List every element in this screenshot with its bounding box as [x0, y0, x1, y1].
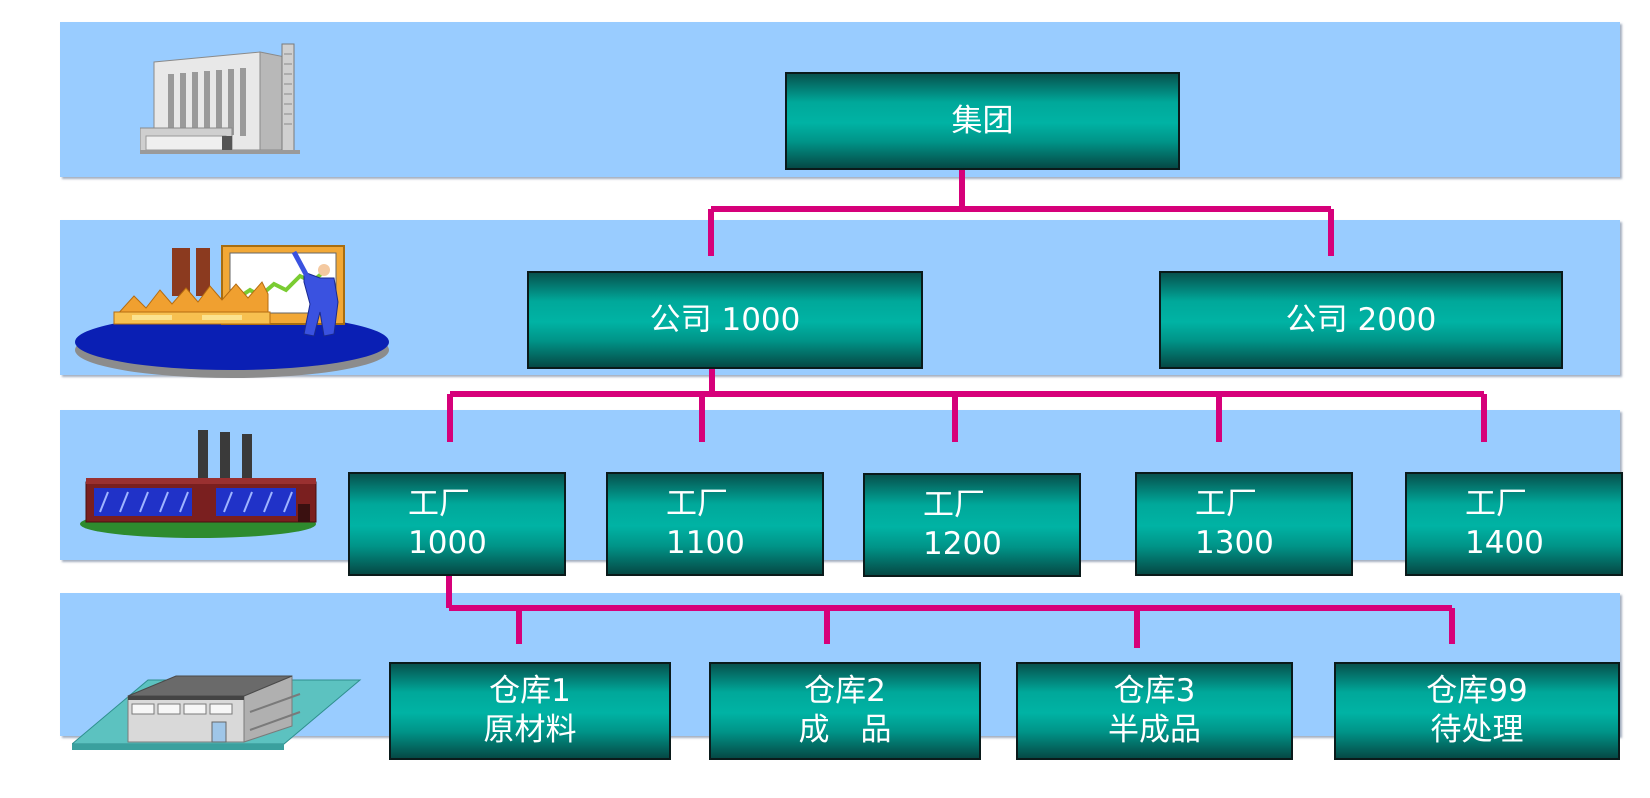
plant-node-1400: 工厂 1400 [1405, 472, 1623, 576]
company-label: 公司 1000 [649, 301, 801, 338]
warehouse-label-line1: 仓库3 [1113, 673, 1196, 710]
plant-level-band [60, 410, 1620, 560]
plant-label-line1: 工厂 [923, 487, 985, 524]
plant-label-line2: 1300 [1195, 525, 1274, 561]
warehouse-label-line2: 待处理 [1430, 712, 1524, 748]
warehouse-label-line1: 仓库99 [1426, 673, 1528, 710]
office-building-icon [140, 43, 300, 154]
group-node: 集团 [785, 72, 1180, 170]
plant-label-line2: 1100 [666, 525, 745, 561]
plant-label-line1: 工厂 [1195, 486, 1257, 523]
warehouse-icon [72, 675, 362, 750]
plant-label-line1: 工厂 [1465, 486, 1527, 523]
plant-label-line1: 工厂 [408, 486, 470, 523]
factory-presentation-icon [75, 245, 389, 378]
warehouse-node-3: 仓库3 半成品 [1016, 662, 1293, 760]
plant-label-line1: 工厂 [666, 486, 728, 523]
company-label: 公司 2000 [1285, 301, 1437, 338]
factory-icon [80, 430, 317, 538]
warehouse-label-line2: 半成品 [1108, 712, 1201, 748]
warehouse-node-2: 仓库2 成 品 [709, 662, 981, 760]
plant-label-line2: 1400 [1465, 525, 1544, 561]
company-node-1000: 公司 1000 [527, 271, 923, 369]
group-label: 集团 [951, 102, 1014, 139]
plant-node-1100: 工厂 1100 [606, 472, 824, 576]
plant-label-line2: 1000 [408, 525, 487, 561]
warehouse-node-1: 仓库1 原材料 [389, 662, 671, 760]
plant-node-1300: 工厂 1300 [1135, 472, 1353, 576]
plant-node-1000: 工厂 1000 [348, 472, 566, 576]
plant-label-line2: 1200 [923, 526, 1002, 562]
company-node-2000: 公司 2000 [1159, 271, 1563, 369]
warehouse-label-line1: 仓库1 [489, 673, 571, 710]
warehouse-label-line1: 仓库2 [804, 673, 886, 710]
warehouse-label-line2: 成 品 [798, 712, 892, 748]
plant-node-1200: 工厂 1200 [863, 473, 1081, 577]
warehouse-label-line2: 原材料 [483, 712, 577, 748]
warehouse-node-99: 仓库99 待处理 [1334, 662, 1620, 760]
